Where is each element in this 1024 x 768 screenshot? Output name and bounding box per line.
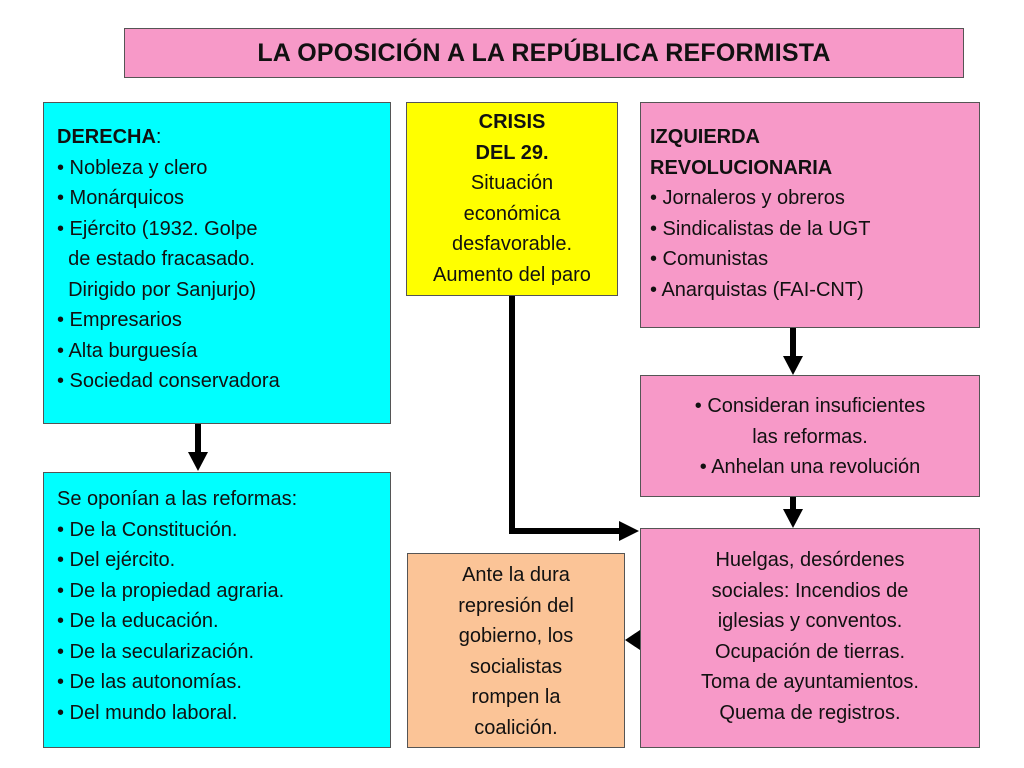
huelgas-text: Quema de registros. (719, 701, 901, 724)
arrow-derecha-to-oponian-head (188, 452, 208, 471)
arrow-huelgas-to-ante-head (625, 630, 640, 650)
arrow-izquierda-to-consideran-head (783, 356, 803, 375)
oponian-item: • De la Constitución. (57, 518, 238, 541)
arrow-consideran-to-huelgas (790, 497, 796, 511)
arrow-derecha-to-oponian (195, 424, 201, 454)
ante-box: Ante la dura represión del gobierno, los… (407, 553, 625, 748)
ante-text: gobierno, los (458, 625, 574, 647)
consideran-text: • Anhelan una revolución (699, 456, 921, 478)
derecha-item: de estado fracasado. (57, 248, 255, 270)
arrow-consideran-to-huelgas-head (783, 509, 803, 528)
huelgas-text: iglesias y conventos. (717, 610, 903, 632)
oponian-item: • De la secularización. (57, 640, 255, 663)
arrow-crisis-to-huelgas (509, 296, 515, 534)
huelgas-text: Huelgas, desórdenes (715, 549, 905, 571)
izquierda-item: • Anarquistas (FAI-CNT) (650, 278, 864, 301)
crisis-text: económica (463, 202, 561, 225)
izquierda-heading: REVOLUCIONARIA (650, 156, 833, 179)
oponian-item: • De la educación. (57, 610, 219, 632)
arrow-crisis-to-huelgas-head (619, 521, 639, 541)
oponian-item: Se oponían a las reformas: (57, 488, 298, 510)
crisis-heading: DEL 29. (475, 141, 549, 164)
oponian-item: • De la propiedad agraria. (57, 579, 285, 602)
derecha-heading-colon: : (155, 126, 162, 148)
title-box: LA OPOSICIÓN A LA REPÚBLICA REFORMISTA (124, 28, 964, 78)
ante-text: Ante la dura (462, 564, 570, 586)
ante-text: socialistas (469, 655, 563, 678)
ante-text: coalición. (474, 716, 558, 739)
consideran-text: las reformas. (752, 425, 868, 448)
derecha-heading-line: DERECHA: (57, 122, 390, 153)
huelgas-text: Ocupación de tierras. (714, 640, 906, 663)
ante-text: represión del (458, 594, 574, 617)
derecha-heading: DERECHA (57, 126, 156, 148)
derecha-item: • Nobleza y clero (57, 156, 208, 179)
oponian-box: Se oponían a las reformas: • De la Const… (43, 472, 391, 748)
ante-text: rompen la (471, 686, 561, 708)
crisis-text: Situación (470, 172, 554, 194)
crisis-box: CRISIS DEL 29. Situación económica desfa… (406, 102, 618, 296)
derecha-item: • Monárquicos (57, 187, 185, 209)
derecha-item: • Empresarios (57, 309, 182, 331)
consideran-text: • Consideran insuficientes (694, 395, 926, 417)
izquierda-item: • Sindicalistas de la UGT (650, 217, 871, 240)
derecha-item: Dirigido por Sanjurjo) (57, 278, 256, 301)
derecha-item: • Alta burguesía (57, 339, 198, 362)
crisis-text: desfavorable. (451, 233, 573, 255)
crisis-heading: CRISIS (478, 111, 546, 133)
huelgas-text: Toma de ayuntamientos. (701, 671, 919, 693)
derecha-box: DERECHA: • Nobleza y clero • Monárquicos… (43, 102, 391, 424)
oponian-item: • Del mundo laboral. (57, 701, 238, 724)
oponian-item: • Del ejército. (57, 549, 176, 571)
izquierda-item: • Comunistas (650, 248, 769, 270)
derecha-item: • Ejército (1932. Golpe (57, 217, 258, 240)
consideran-box: • Consideran insuficientes las reformas.… (640, 375, 980, 497)
arrow-crisis-to-huelgas-horizontal (509, 528, 621, 534)
izquierda-box: IZQUIERDA REVOLUCIONARIA • Jornaleros y … (640, 102, 980, 328)
crisis-text: Aumento del paro (433, 263, 591, 286)
izquierda-item: • Jornaleros y obreros (650, 187, 845, 209)
arrow-izquierda-to-consideran (790, 328, 796, 358)
derecha-item: • Sociedad conservadora (57, 370, 280, 392)
page-title: LA OPOSICIÓN A LA REPÚBLICA REFORMISTA (257, 38, 831, 67)
huelgas-box: Huelgas, desórdenes sociales: Incendios … (640, 528, 980, 748)
oponian-item: • De las autonomías. (57, 671, 242, 693)
izquierda-heading: IZQUIERDA (650, 126, 760, 148)
huelgas-text: sociales: Incendios de (711, 579, 909, 602)
